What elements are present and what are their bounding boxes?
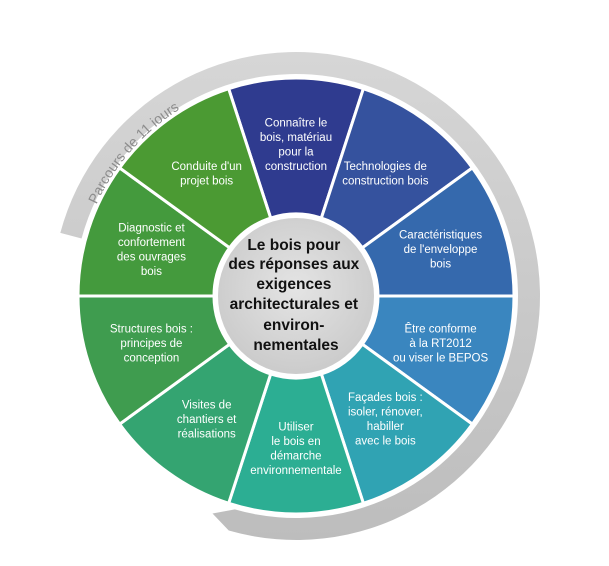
- module-label: Conduite d'un projet bois: [171, 161, 242, 188]
- center-line: exigences: [256, 276, 331, 293]
- module-label-line: Visites de: [182, 399, 232, 411]
- module-label-line: chantiers et: [177, 414, 237, 426]
- module-label-line: Caractéristiques: [399, 230, 482, 242]
- module-label-line: principes de: [120, 338, 182, 350]
- module-label: Caractéristiques de l'enveloppe bois: [399, 230, 482, 271]
- module-label-line: isoler, rénover,: [348, 407, 423, 419]
- module-label: Connaître le bois, matériau pour la constru…: [260, 117, 332, 173]
- center-line: des réponses aux: [228, 256, 359, 273]
- module-label-line: Conduite d'un: [171, 161, 242, 173]
- module-label-line: de l'enveloppe: [404, 244, 478, 256]
- center-line: Le bois pour: [247, 237, 340, 254]
- module-label-line: Utiliser: [278, 421, 313, 433]
- center-line: architecturales et: [230, 296, 358, 313]
- module-label: Visites de chantiers et réalisations: [177, 399, 237, 440]
- module-label-line: Structures bois :: [110, 323, 193, 335]
- module-label-line: pour la: [278, 146, 314, 158]
- module-label-line: habiller: [367, 421, 404, 433]
- module-segments: Connaître le bois, matériau pour la constru…: [76, 76, 516, 516]
- module-label: Diagnostic et confortement des ouvrages boi…: [117, 222, 186, 278]
- module-label-line: Être conforme: [404, 322, 476, 335]
- module-label-line: environnementale: [250, 465, 341, 477]
- module-label-line: bois: [430, 259, 451, 271]
- module-label-line: le bois en: [271, 436, 320, 448]
- module-label-line: projet bois: [180, 175, 233, 187]
- module-label-line: Technologies de: [344, 161, 427, 173]
- center-line: environ-: [263, 317, 324, 334]
- module-label-line: des ouvrages: [117, 251, 186, 263]
- module-label-line: Diagnostic et: [118, 222, 185, 234]
- center-disc: [218, 218, 374, 374]
- module-label: Technologies de construction bois: [342, 161, 429, 188]
- module-label: Utiliser le bois en démarche environnementa…: [250, 421, 341, 477]
- module-label-line: bois: [141, 266, 162, 278]
- module-label-line: à la RT2012: [409, 338, 471, 350]
- module-label-line: démarche: [270, 450, 321, 462]
- module-label-line: construction: [265, 161, 327, 173]
- module-label-line: Connaître le: [265, 117, 328, 129]
- module-label-line: confortement: [118, 237, 186, 249]
- module-label-line: Façades bois :: [348, 392, 423, 404]
- module-label-line: réalisations: [178, 428, 236, 440]
- center-line: nementales: [253, 337, 338, 354]
- center-title: Le bois pour des réponses aux exigences …: [228, 237, 363, 354]
- module-label: Façades bois : isoler, rénover, habiller av…: [348, 392, 423, 448]
- module-label: Structures bois : principes de conception: [110, 323, 193, 364]
- module-label-line: ou viser le BEPOS: [393, 352, 489, 364]
- module-label-line: avec le bois: [355, 436, 416, 448]
- module-label: Être conforme à la RT2012 ou viser le BEPO…: [393, 322, 489, 364]
- module-label-line: construction bois: [342, 175, 429, 187]
- module-label-line: conception: [124, 352, 180, 364]
- module-label-line: bois, matériau: [260, 132, 332, 144]
